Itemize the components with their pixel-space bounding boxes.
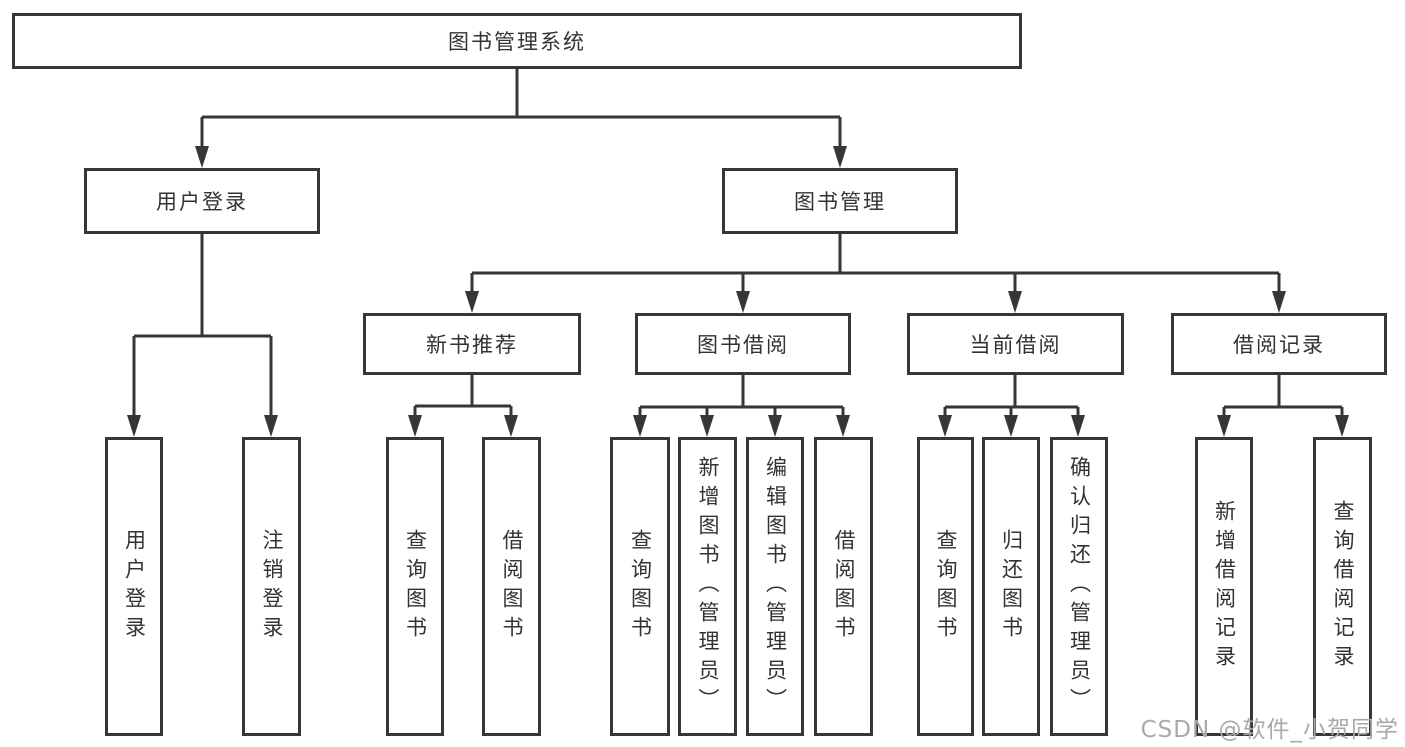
leaf-label: 借阅图书 (832, 528, 856, 645)
connector-user-login-children (132, 233, 273, 419)
leaf-label: 查询图书 (403, 528, 428, 645)
arrow-icon (127, 415, 141, 437)
leaf-borrow-books: 借阅图书 (814, 437, 873, 736)
connector-borrow-records-children (1222, 375, 1344, 419)
leaf-confirm-return-admin: 确认归还（管理员） (1050, 437, 1108, 736)
node-label: 借阅记录 (1233, 333, 1325, 357)
arrow-icon (1335, 415, 1349, 437)
leaf-label: 新增图书（管理员） (696, 456, 720, 717)
node-label: 图书管理 (794, 190, 886, 214)
node-current-borrow: 当前借阅 (907, 313, 1124, 375)
node-book-management: 图书管理 (722, 168, 958, 234)
leaf-label: 查询图书 (934, 528, 958, 645)
arrow-icon (465, 291, 479, 313)
connector-book-borrow-children (638, 375, 845, 419)
leaf-edit-book-admin: 编辑图书（管理员） (746, 437, 804, 736)
leaf-label: 借阅图书 (500, 528, 524, 645)
leaf-label: 编辑图书（管理员） (763, 456, 788, 717)
leaf-query-books-borrow: 查询图书 (610, 437, 670, 736)
watermark: CSDN @软件_小贺同学 (1140, 717, 1399, 743)
node-label: 图书管理系统 (448, 30, 586, 54)
connector-root-to-level2 (200, 68, 842, 150)
arrow-icon (736, 291, 750, 313)
leaf-label: 确认归还（管理员） (1067, 456, 1092, 717)
leaf-user-login: 用户登录 (105, 437, 163, 736)
arrow-icon (938, 415, 952, 437)
node-label: 图书借阅 (697, 333, 789, 357)
node-root-system: 图书管理系统 (12, 13, 1022, 69)
leaf-label: 注销登录 (260, 528, 284, 645)
arrow-icon (700, 415, 714, 437)
arrow-icon (504, 415, 518, 437)
leaf-label: 查询图书 (628, 528, 653, 645)
arrow-icon (1071, 415, 1085, 437)
leaf-add-book-admin: 新增图书（管理员） (678, 437, 737, 736)
arrow-icon (833, 146, 847, 168)
leaf-return-book: 归还图书 (982, 437, 1040, 736)
node-borrow-records: 借阅记录 (1171, 313, 1387, 375)
leaf-label: 归还图书 (999, 528, 1024, 645)
leaf-label: 新增借阅记录 (1212, 499, 1237, 674)
node-new-book-recommend: 新书推荐 (363, 313, 581, 375)
arrow-icon (836, 415, 850, 437)
leaf-query-books-current: 查询图书 (917, 437, 974, 736)
node-user-login: 用户登录 (84, 168, 320, 234)
leaf-label: 用户登录 (122, 528, 147, 645)
node-book-borrow: 图书借阅 (635, 313, 851, 375)
leaf-borrow-books-recommend: 借阅图书 (482, 437, 541, 736)
arrow-icon (1217, 415, 1231, 437)
arrow-icon (264, 415, 278, 437)
arrow-icon (633, 415, 647, 437)
connector-current-borrow-children (943, 375, 1080, 419)
leaf-logout: 注销登录 (242, 437, 301, 736)
arrow-icon (195, 146, 209, 168)
node-label: 当前借阅 (969, 333, 1062, 357)
connector-new-book-children (413, 375, 513, 419)
leaf-query-books-recommend: 查询图书 (386, 437, 444, 736)
arrow-icon (1004, 415, 1018, 437)
arrowheads (127, 146, 1349, 437)
arrow-icon (1008, 291, 1022, 313)
leaf-query-borrow-record: 查询借阅记录 (1313, 437, 1372, 736)
arrow-icon (1272, 291, 1286, 313)
leaf-label: 查询借阅记录 (1331, 499, 1355, 674)
node-label: 新书推荐 (426, 333, 518, 357)
node-label: 用户登录 (156, 190, 248, 214)
arrow-icon (408, 415, 422, 437)
leaf-add-borrow-record: 新增借阅记录 (1195, 437, 1253, 736)
arrow-icon (768, 415, 782, 437)
connector-book-management-children (470, 233, 1281, 295)
